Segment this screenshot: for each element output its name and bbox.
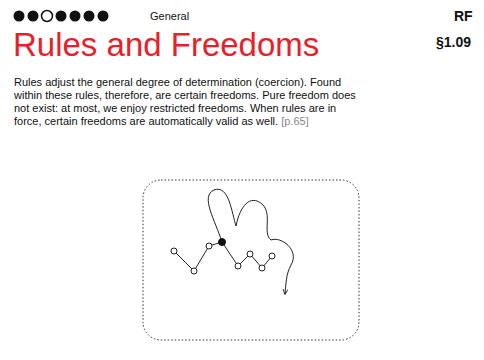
page-reference: [p.65] [281,115,309,127]
section-code: RF [454,8,473,24]
dotted-frame [143,180,359,340]
category-icons [14,11,109,22]
category-label: General [150,10,189,22]
rule-path [174,242,272,271]
description: Rules adjust the general degree of deter… [14,76,362,128]
path-nodes [171,239,275,275]
section-number: §1.09 [436,34,471,50]
freedom-curve [208,189,293,294]
title: Rules and Freedoms [13,26,319,64]
